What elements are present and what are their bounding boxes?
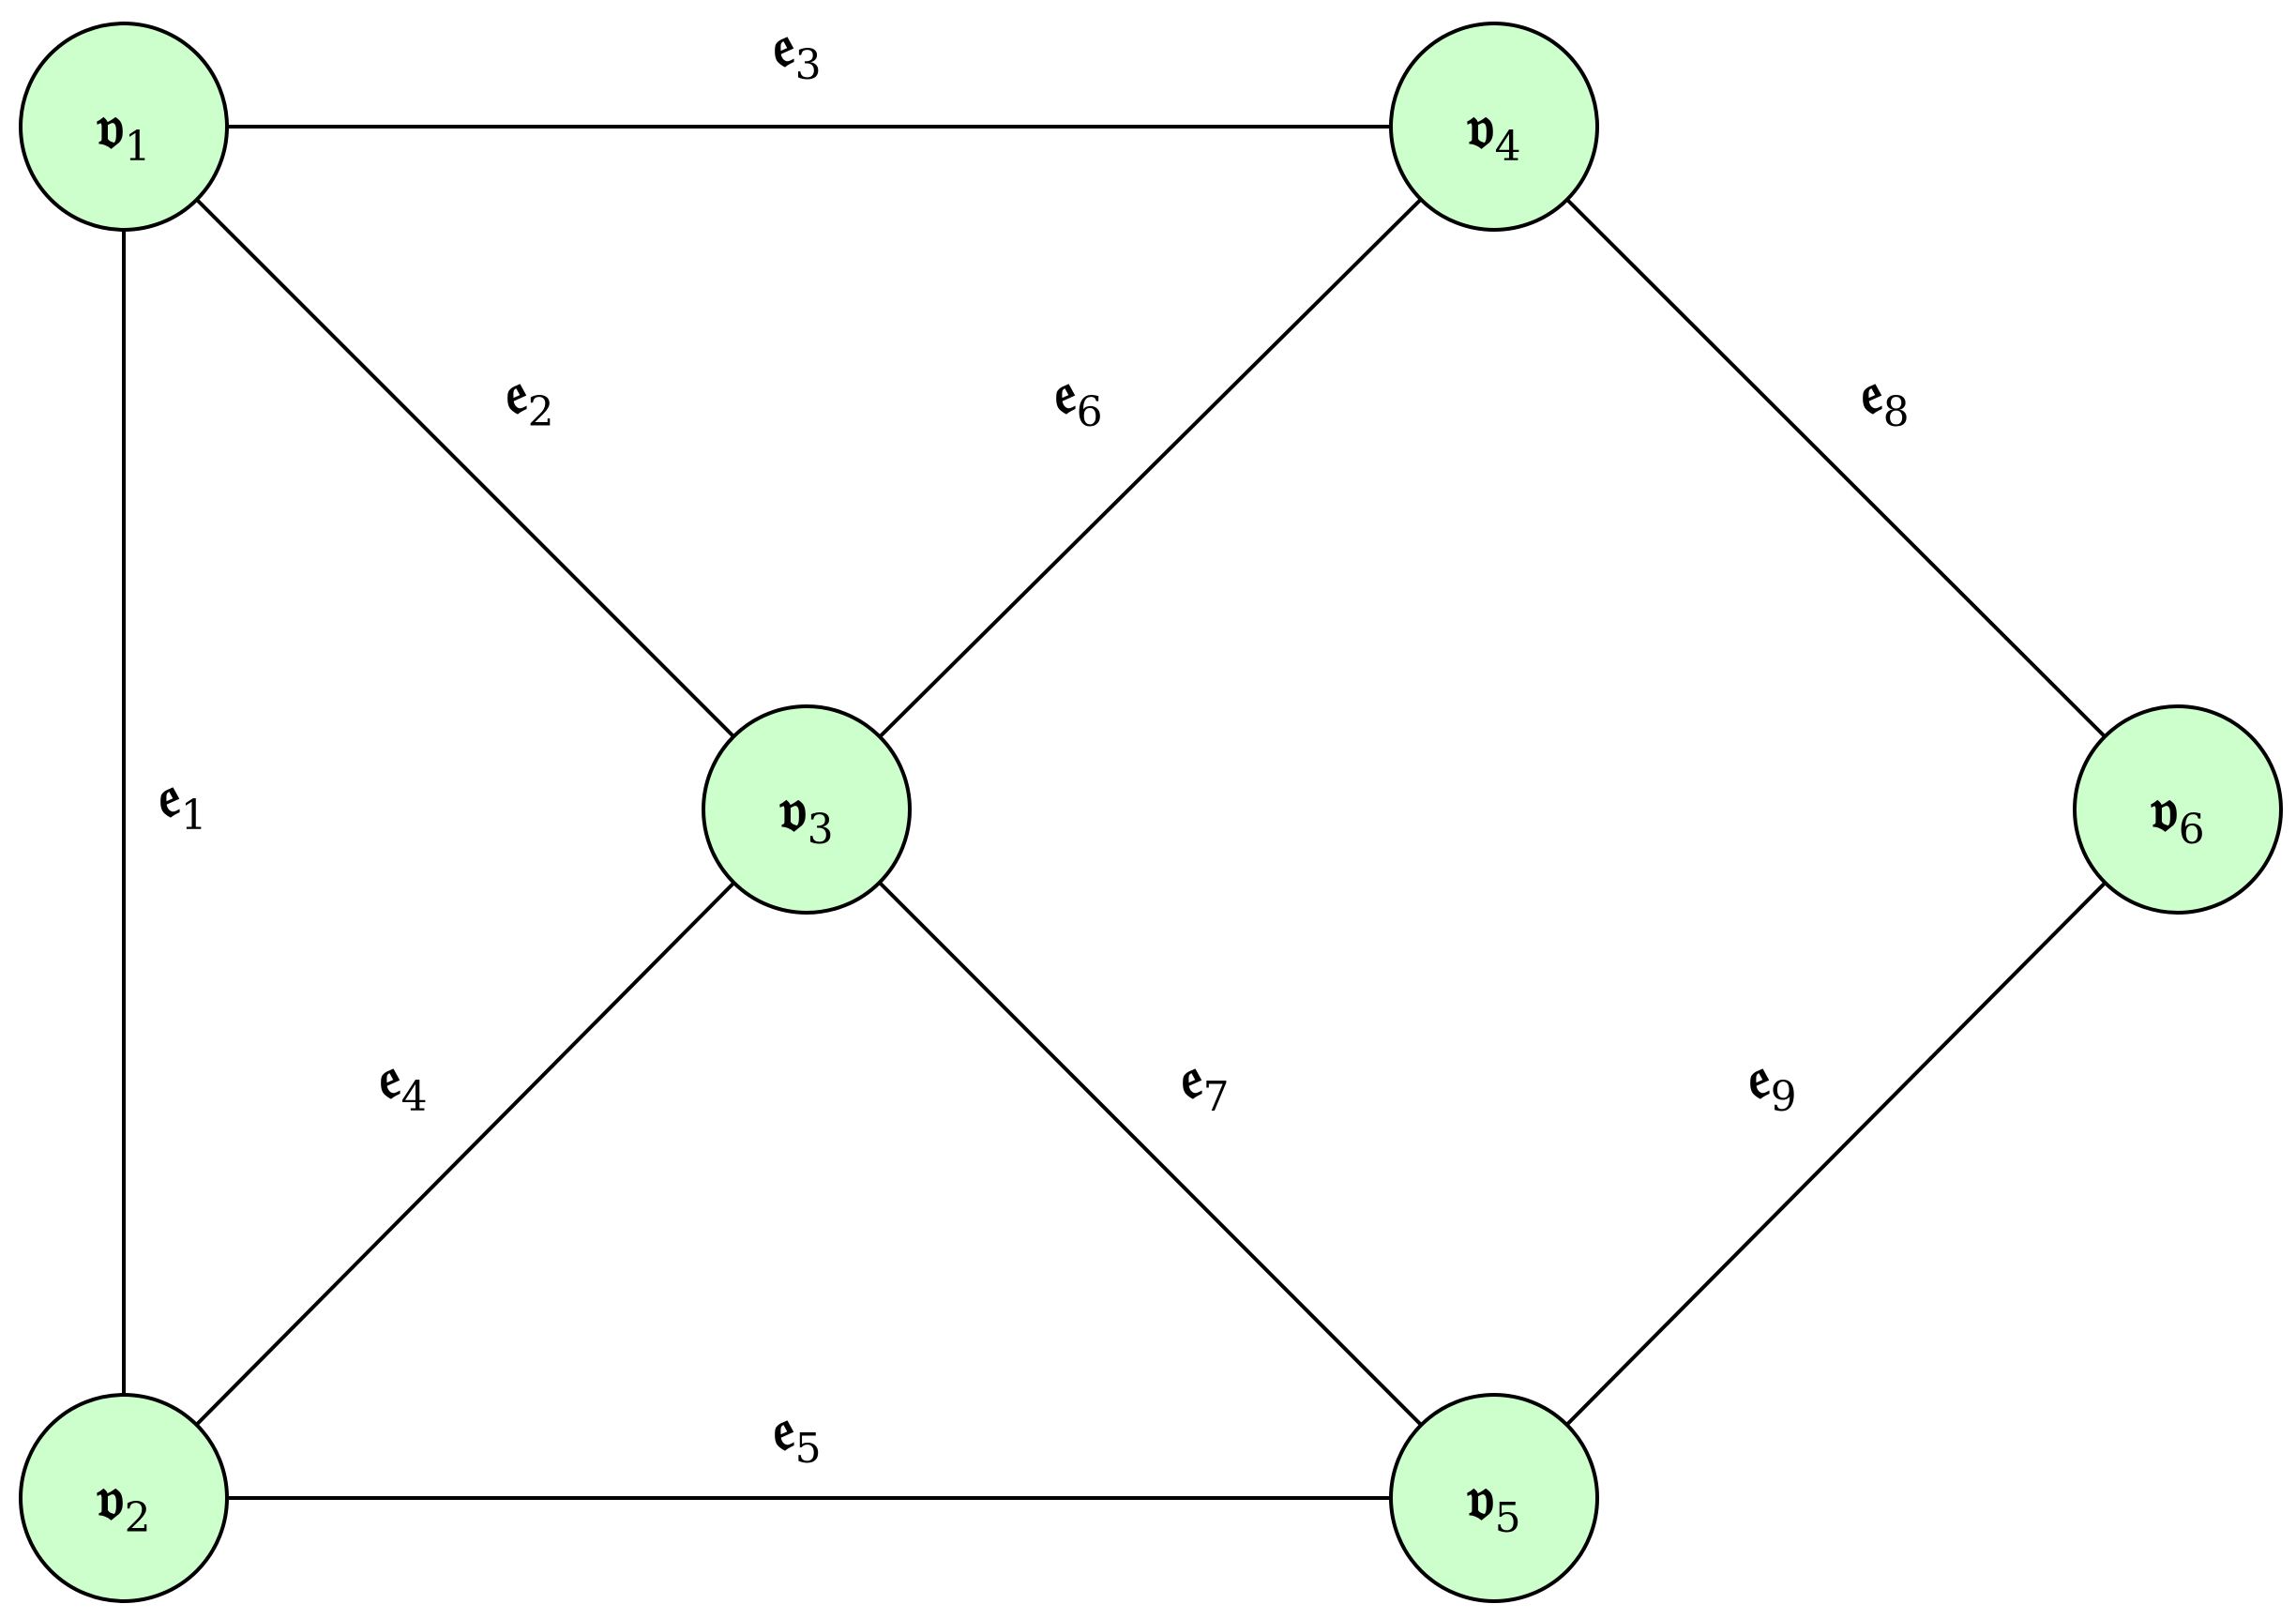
node-label-subscript: 4 bbox=[1495, 123, 1521, 171]
edge-label-e6: 𝔢6 bbox=[1054, 358, 1102, 436]
node-label-subscript: 6 bbox=[2179, 806, 2205, 854]
node-label-glyph: 𝔳 bbox=[96, 89, 124, 162]
edge-label-subscript: 7 bbox=[1203, 1073, 1230, 1121]
edge-label-e1: 𝔢1 bbox=[159, 762, 206, 840]
edge-e7 bbox=[805, 808, 1496, 1500]
edge-label-glyph: 𝔢 bbox=[379, 1043, 400, 1112]
edge-label-subscript: 4 bbox=[401, 1073, 428, 1121]
node-circle bbox=[19, 1393, 229, 1603]
edge-label-e5: 𝔢5 bbox=[773, 1395, 821, 1473]
edge-label-subscript: 9 bbox=[1771, 1073, 1797, 1121]
edge-e6 bbox=[805, 125, 1496, 811]
node-label-v5: 𝔳5 bbox=[1466, 1460, 1520, 1542]
edge-label-e4: 𝔢4 bbox=[379, 1043, 427, 1121]
edge-label-glyph: 𝔢 bbox=[1748, 1043, 1770, 1112]
edge-e8 bbox=[1492, 125, 2180, 811]
edge-label-glyph: 𝔢 bbox=[773, 11, 794, 80]
edge-label-glyph: 𝔢 bbox=[1861, 358, 1882, 427]
node-v1: 𝔳1 bbox=[19, 22, 229, 232]
edge-e2 bbox=[122, 125, 808, 811]
edge-label-subscript: 5 bbox=[795, 1425, 822, 1473]
node-label-subscript: 2 bbox=[125, 1494, 151, 1542]
node-circle bbox=[702, 704, 912, 915]
edge-label-glyph: 𝔢 bbox=[506, 358, 527, 427]
node-label-subscript: 1 bbox=[125, 123, 151, 171]
node-v6: 𝔳6 bbox=[2073, 704, 2283, 915]
node-label-v2: 𝔳2 bbox=[96, 1460, 150, 1542]
edge-label-subscript: 1 bbox=[181, 792, 207, 840]
node-v2: 𝔳2 bbox=[19, 1393, 229, 1603]
edge-label-subscript: 3 bbox=[795, 41, 822, 89]
edge-label-glyph: 𝔢 bbox=[159, 762, 180, 830]
edge-label-subscript: 8 bbox=[1883, 388, 1910, 436]
node-label-v3: 𝔳3 bbox=[778, 772, 833, 854]
node-circle bbox=[1389, 22, 1599, 232]
node-label-subscript: 3 bbox=[808, 806, 834, 854]
node-label-v6: 𝔳6 bbox=[2150, 772, 2204, 854]
edge-label-glyph: 𝔢 bbox=[1181, 1043, 1202, 1112]
node-v5: 𝔳5 bbox=[1389, 1393, 1599, 1603]
edge-e4 bbox=[122, 808, 808, 1500]
edge-label-e3: 𝔢3 bbox=[773, 11, 821, 89]
edge-label-glyph: 𝔢 bbox=[773, 1395, 794, 1463]
node-circle bbox=[2073, 704, 2283, 915]
node-label-glyph: 𝔳 bbox=[96, 1460, 124, 1534]
edge-label-glyph: 𝔢 bbox=[1054, 358, 1076, 427]
edge-label-subscript: 6 bbox=[1077, 388, 1103, 436]
node-circle bbox=[1389, 1393, 1599, 1603]
edge-label-e7: 𝔢7 bbox=[1181, 1043, 1229, 1121]
edge-label-e2: 𝔢2 bbox=[506, 358, 553, 436]
node-v3: 𝔳3 bbox=[702, 704, 912, 915]
node-label-glyph: 𝔳 bbox=[778, 772, 807, 845]
node-label-v1: 𝔳1 bbox=[96, 89, 150, 171]
node-label-glyph: 𝔳 bbox=[1466, 1460, 1494, 1534]
edge-label-subscript: 2 bbox=[528, 388, 554, 436]
node-label-v4: 𝔳4 bbox=[1466, 89, 1520, 171]
edge-label-e9: 𝔢9 bbox=[1748, 1043, 1796, 1121]
edges-layer bbox=[122, 125, 2180, 1500]
edge-label-e8: 𝔢8 bbox=[1861, 358, 1909, 436]
edge-e9 bbox=[1492, 808, 2180, 1500]
node-v4: 𝔳4 bbox=[1389, 22, 1599, 232]
node-label-glyph: 𝔳 bbox=[2150, 772, 2178, 845]
node-circle bbox=[19, 22, 229, 232]
node-label-subscript: 5 bbox=[1495, 1494, 1521, 1542]
node-label-glyph: 𝔳 bbox=[1466, 89, 1494, 162]
